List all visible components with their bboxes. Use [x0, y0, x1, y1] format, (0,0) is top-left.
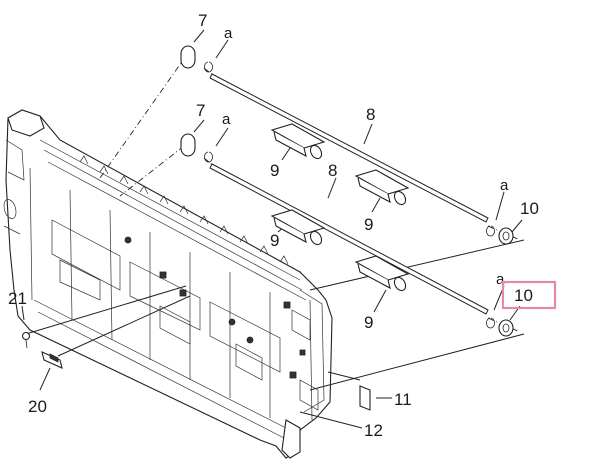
- screw-21: [21, 331, 31, 349]
- e-ring-a-top-left: [204, 61, 213, 73]
- e-ring-a-mid-left: [204, 151, 213, 163]
- callout-labels: 7 a 8 7 a 9 8 9 a 10 9 a 10 9 21 20 11 1…: [8, 11, 557, 440]
- callout-a-middle: a: [222, 111, 231, 128]
- callout-a-right-top: a: [500, 177, 509, 194]
- callout-9-d: 9: [364, 313, 373, 332]
- main-frame: [3, 109, 333, 459]
- callout-20: 20: [28, 397, 47, 416]
- label-plate-11: [359, 385, 371, 411]
- callout-a-right-bottom: a: [496, 271, 505, 288]
- shaft-8-top: [209, 73, 489, 223]
- callout-9-b: 9: [364, 215, 373, 234]
- callout-8-middle: 8: [328, 161, 337, 180]
- bracket-20: [41, 351, 63, 369]
- e-ring-a-top-right: [486, 225, 495, 237]
- callout-9-a: 9: [270, 161, 279, 180]
- callout-10-top: 10: [520, 199, 539, 218]
- highlight-box-10: [501, 280, 557, 310]
- callout-7-middle: 7: [196, 101, 205, 120]
- callout-12: 12: [364, 421, 383, 440]
- bushing-10-top: [498, 227, 514, 245]
- callout-11: 11: [394, 390, 412, 409]
- bushing-10-bottom: [498, 319, 514, 337]
- e-ring-a-bottom-right: [486, 317, 495, 329]
- callout-10-highlight: 10: [514, 286, 533, 305]
- shaft-8-middle: [209, 163, 489, 315]
- callout-9-c: 9: [270, 231, 279, 250]
- callout-21: 21: [8, 289, 27, 308]
- bushing-7-middle: [180, 133, 196, 157]
- callout-a-top: a: [224, 25, 233, 42]
- callout-8-top: 8: [366, 105, 375, 124]
- callout-7-top: 7: [198, 11, 207, 30]
- bushing-7-top: [180, 45, 196, 69]
- leader-lines: [21, 29, 525, 429]
